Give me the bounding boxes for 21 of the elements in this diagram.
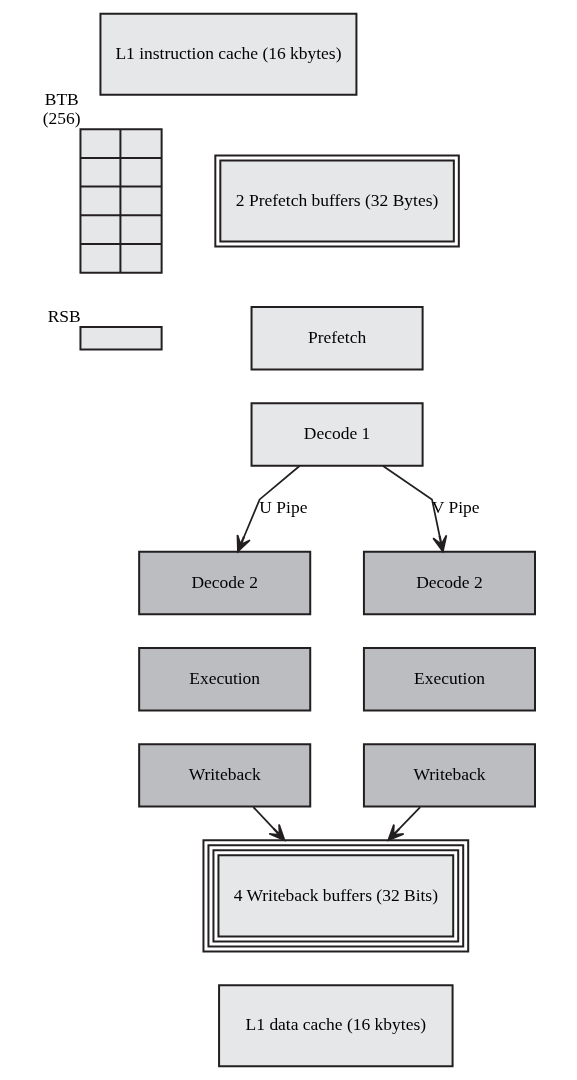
arrow — [381, 464, 447, 553]
node-box: 2 Prefetch buffers (32 Bytes) — [213, 154, 460, 248]
node-box: Decode 2 — [137, 550, 311, 616]
node-box — [78, 326, 163, 351]
node-box: Execution — [362, 647, 536, 712]
arrow — [251, 806, 285, 841]
node-box: 4 Writeback buffers (32 Bits) — [201, 839, 469, 953]
arrow — [387, 806, 421, 841]
node-box: Writeback — [137, 743, 311, 808]
node-box: L1 instruction cache (16 kbytes) — [98, 12, 357, 96]
node-label: RSB — [47, 306, 81, 327]
node-box: Prefetch — [250, 306, 424, 371]
node-box: L1 data cache (16 kbytes) — [217, 984, 454, 1068]
node-box: Decode 2 — [362, 550, 536, 616]
arrow — [236, 464, 301, 553]
node-box: Writeback — [362, 743, 536, 808]
node-label: BTB — [44, 89, 79, 110]
node-box: Decode 1 — [250, 402, 424, 467]
node-label: (256) — [42, 107, 81, 128]
edge-label: U Pipe — [258, 497, 307, 518]
node-box: Execution — [137, 647, 311, 712]
